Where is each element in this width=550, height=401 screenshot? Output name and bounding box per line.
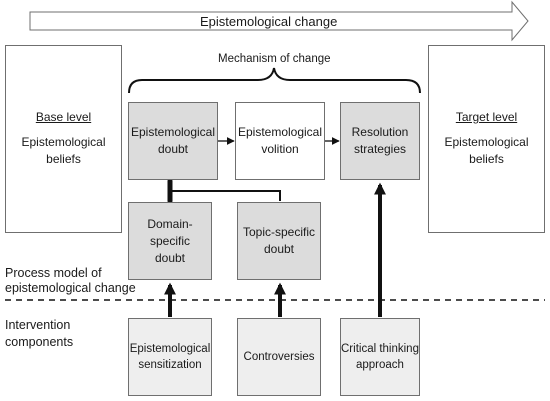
topic-specific-doubt-box: Topic-specific doubt <box>237 202 321 280</box>
base-level-body: Epistemological beliefs <box>21 135 106 166</box>
controversies-label: Controversies <box>243 351 315 363</box>
base-level-heading: Base level <box>35 110 92 124</box>
epistemological-change-label: Epistemological change <box>200 14 338 29</box>
target-level-box: Target level Epistemological beliefs <box>428 45 545 233</box>
mechanism-brace <box>128 67 421 94</box>
domain-specific-doubt-box: Domain-specific doubt <box>128 202 212 280</box>
intervention-components-label: Intervention components <box>5 318 74 349</box>
domain-specific-doubt-label: Domain-specific doubt <box>147 216 193 265</box>
topic-specific-doubt-label: Topic-specific doubt <box>242 225 316 256</box>
target-level-heading: Target level <box>455 110 518 124</box>
critical-thinking-approach-label: Critical thinking approach <box>341 343 419 371</box>
epistemological-doubt-box: Epistemological doubt <box>128 102 218 180</box>
base-level-box: Base level Epistemological beliefs <box>5 45 122 233</box>
epistemological-volition-box: Epistemological volition <box>235 102 325 180</box>
mechanism-of-change-label: Mechanism of change <box>218 53 331 65</box>
epistemological-sensitization-box: Epistemological sensitization <box>128 318 212 396</box>
resolution-strategies-box: Resolution strategies <box>340 102 420 180</box>
epistemological-volition-label: Epistemological volition <box>237 125 323 156</box>
epistemological-doubt-label: Epistemological doubt <box>130 125 216 156</box>
critical-thinking-approach-box: Critical thinking approach <box>340 318 420 396</box>
epistemological-change-arrow <box>29 0 529 42</box>
topic-doubt-connector <box>170 190 281 201</box>
controversies-box: Controversies <box>237 318 321 396</box>
epistemological-sensitization-label: Epistemological sensitization <box>129 343 211 371</box>
resolution-strategies-label: Resolution strategies <box>351 125 409 156</box>
target-level-body: Epistemological beliefs <box>444 135 529 166</box>
process-model-label: Process model of epistemological change <box>5 266 136 295</box>
